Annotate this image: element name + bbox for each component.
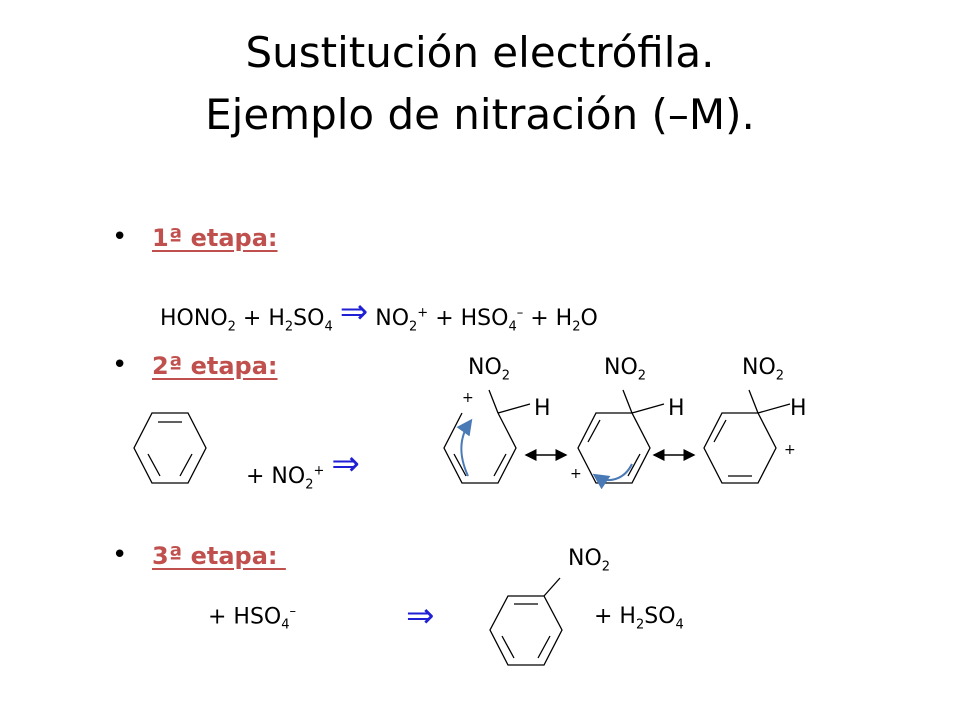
sigma-complex-2 (577, 389, 665, 490)
step3-reagent: + HSO4– (208, 604, 297, 633)
title-line-2: Ejemplo de nitración (–M). (205, 90, 755, 139)
implies-arrow-2: ⇒ (331, 444, 360, 484)
charge-plus-3: + (784, 442, 796, 458)
step3-label: 3ª etapa: (152, 542, 286, 570)
h-label-1: H (534, 396, 551, 421)
no2-label-1: NO2 (468, 355, 511, 384)
implies-arrow-3: ⇒ (406, 596, 435, 636)
no2-label-2: NO2 (604, 355, 647, 384)
step2-label: 2ª etapa: (152, 352, 278, 380)
sigma-complex-3 (703, 389, 791, 484)
step1-equation: HONO2 + H2SO4 ⇒ NO2+ + HSO4– + H2O (160, 292, 598, 335)
benzene-ring (133, 412, 207, 484)
h-label-2: H (668, 396, 685, 421)
step1-label: 1ª etapa: (152, 224, 278, 252)
step2-reagent: + NO2+ ⇒ (246, 444, 360, 493)
nitrobenzene-ring (489, 577, 563, 666)
title-line-1: Sustitución electrófila. (245, 28, 715, 77)
step3-product: + H2SO4 (594, 604, 684, 633)
step1-bullet: • 1ª etapa: (112, 222, 278, 252)
h-label-3: H (790, 396, 807, 421)
step3-bullet: • 3ª etapa: (112, 540, 286, 570)
slide-title: Sustitución electrófila. Ejemplo de nitr… (0, 22, 960, 146)
step2-bullet: • 2ª etapa: (112, 350, 278, 380)
bullet-dot: • (112, 222, 128, 252)
no2-label-product: NO2 (568, 546, 611, 575)
no2-label-3: NO2 (742, 355, 785, 384)
implies-arrow-1: ⇒ (339, 292, 369, 332)
charge-plus-2: + (570, 466, 582, 482)
charge-plus-1: + (462, 390, 474, 406)
sigma-complex-1 (443, 389, 531, 484)
